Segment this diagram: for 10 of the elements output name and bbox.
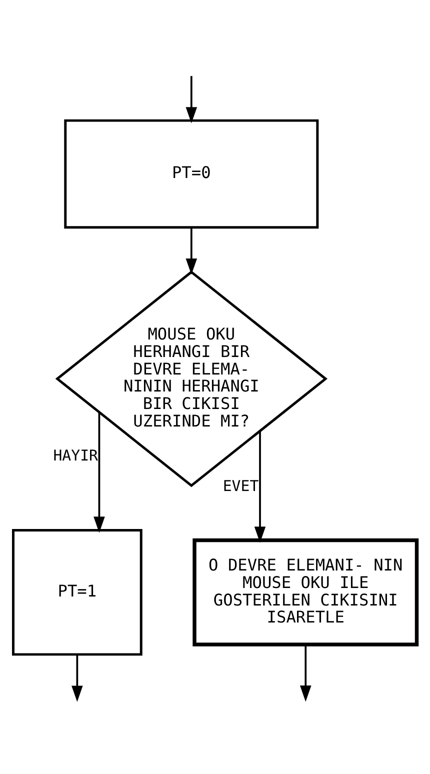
arrow [94, 412, 105, 532]
arrow [254, 430, 266, 542]
node-box: PT=0 [64, 118, 319, 228]
arrow [186, 76, 198, 123]
edge-label: HAYIR [53, 446, 98, 464]
arrow [300, 644, 312, 702]
node-box: PT=1 [12, 528, 142, 656]
node-box: O DEVRE ELEMANI- NIN MOUSE OKU ILE GOSTERILEN CIKISINI ISARETLE [192, 538, 419, 646]
arrow [186, 227, 198, 274]
arrow [72, 654, 83, 702]
